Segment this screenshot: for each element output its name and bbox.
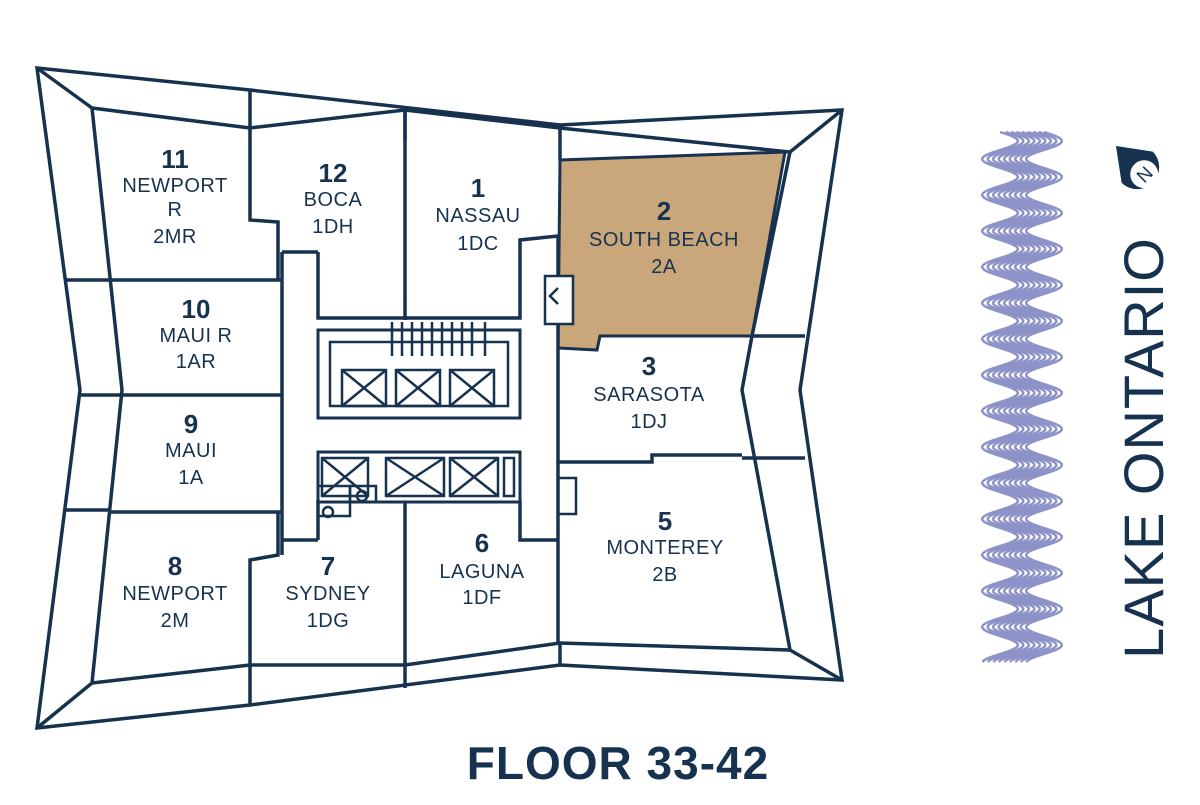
unit-number: 5: [658, 506, 672, 536]
lake-waves-pattern: [981, 130, 1063, 663]
unit-5-label[interactable]: 5 MONTEREY 2B: [606, 506, 723, 586]
unit-2-highlight[interactable]: [556, 150, 787, 352]
unit-name: SYDNEY: [285, 583, 370, 605]
unit-type: 1DC: [457, 233, 499, 255]
unit-number: 1: [471, 173, 485, 203]
unit-name: SOUTH BEACH: [589, 229, 739, 251]
corridor-inner-outline: [90, 105, 793, 685]
unit-number: 12: [319, 158, 348, 188]
unit-8-label[interactable]: 8 NEWPORT 2M: [122, 551, 227, 632]
unit-11-label[interactable]: 11 NEWPORT R 2MR: [122, 144, 227, 248]
unit-name: NEWPORT: [122, 583, 227, 605]
stair-treads: [390, 322, 487, 356]
unit-name: MAUI R: [160, 325, 233, 347]
north-elevator-cars: [340, 368, 496, 408]
utility-circles: [316, 484, 378, 519]
south-elevator-cars: [320, 456, 516, 498]
unit-name: NASSAU: [435, 205, 520, 227]
unit-7-label[interactable]: 7 SYDNEY 1DG: [285, 551, 370, 632]
west-unit-walls: [110, 128, 282, 665]
unit-name: MONTEREY: [606, 537, 723, 559]
unit-name: SARASOTA: [593, 384, 705, 406]
wave-line: [1014, 130, 1052, 663]
unit-1-label[interactable]: 1 NASSAU 1DC: [435, 173, 520, 255]
unit-2-label[interactable]: 2 SOUTH BEACH 2A: [589, 196, 739, 278]
unit-9-label[interactable]: 9 MAUI 1A: [165, 409, 217, 489]
south-elevator-bank: [316, 450, 522, 519]
unit-type: 1DJ: [630, 411, 667, 433]
unit-name: MAUI: [165, 440, 217, 462]
wave-line: [986, 130, 1025, 663]
unit-name: LAGUNA: [439, 561, 524, 583]
floor-title: FLOOR 33-42: [467, 737, 769, 789]
wave-line: [1025, 130, 1063, 663]
unit-number: 10: [182, 294, 211, 324]
unit-number: 9: [184, 409, 198, 439]
unit-name: BOCA: [304, 189, 363, 211]
lake-label: LAKE ONTARIO: [1112, 237, 1175, 659]
unit-2-entry-feature: [543, 274, 575, 326]
north-arrow-icon: N: [1115, 145, 1160, 190]
unit-name: NEWPORT: [122, 175, 227, 197]
unit-5-entry-feature: [556, 476, 578, 516]
wave-line: [1003, 130, 1041, 663]
unit-number: 3: [642, 351, 656, 381]
unit-10-label[interactable]: 10 MAUI R 1AR: [160, 294, 233, 373]
unit-number: 2: [657, 196, 671, 226]
north-unit-walls: [282, 110, 559, 320]
unit-dividers: [35, 66, 844, 730]
wave-line: [992, 130, 1030, 663]
unit-type: 1DH: [312, 216, 354, 238]
unit-number: 8: [168, 551, 182, 581]
unit-type: 1DF: [462, 587, 501, 609]
wave-line: [1019, 130, 1058, 663]
unit-6-label[interactable]: 6 LAGUNA 1DF: [439, 528, 524, 609]
wave-line: [981, 130, 1019, 663]
unit-name-suffix: R: [168, 199, 183, 221]
unit-3-label[interactable]: 3 SARASOTA 1DJ: [593, 351, 705, 433]
unit-12-label[interactable]: 12 BOCA 1DH: [304, 158, 363, 238]
south-unit-walls: [403, 500, 558, 665]
unit-type: 2MR: [153, 226, 197, 248]
unit-type: 2A: [651, 256, 677, 278]
wave-line: [997, 130, 1036, 663]
unit-type: 2M: [161, 610, 190, 632]
unit-number: 6: [475, 528, 489, 558]
core-corridor-walls: [280, 252, 320, 555]
wave-line: [1008, 130, 1047, 663]
unit-number: 7: [321, 551, 335, 581]
north-elevator-bank: [316, 322, 522, 420]
unit-number: 11: [161, 144, 189, 174]
unit-type: 1DG: [307, 610, 350, 632]
unit-type: 1A: [178, 467, 204, 489]
unit-type: 2B: [652, 564, 677, 586]
unit-type: 1AR: [176, 351, 216, 373]
